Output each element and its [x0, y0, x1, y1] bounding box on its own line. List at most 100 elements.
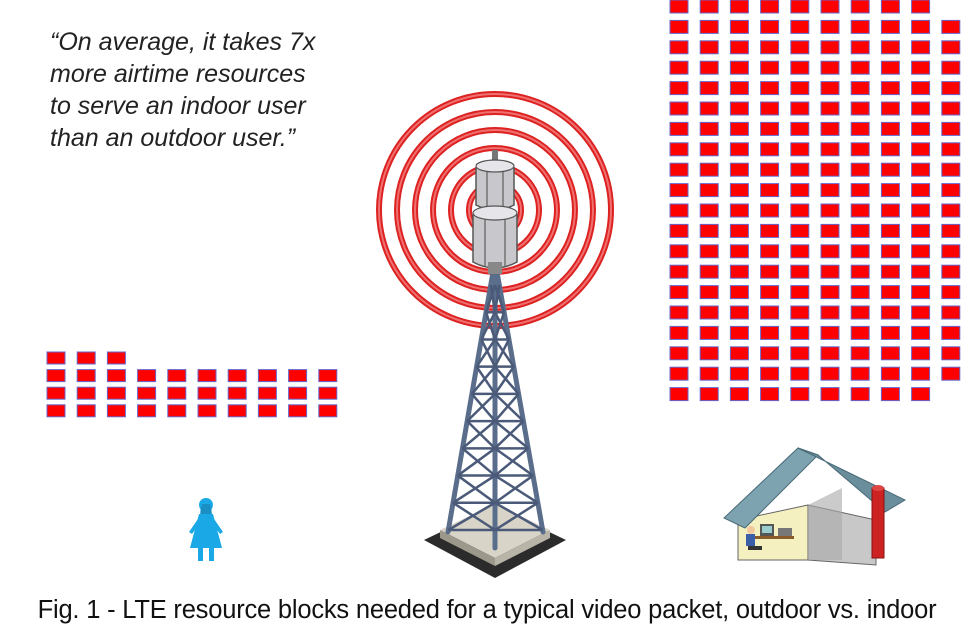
resource-block — [729, 183, 749, 198]
resource-block — [669, 244, 689, 259]
resource-block — [941, 223, 961, 238]
resource-block — [729, 305, 749, 320]
quote-line: more airtime resources — [50, 60, 306, 88]
resource-block — [669, 346, 689, 361]
resource-block — [820, 121, 840, 136]
figure-caption: Fig. 1 - LTE resource blocks needed for … — [37, 596, 937, 624]
resource-block — [880, 244, 900, 259]
resource-block — [820, 305, 840, 320]
resource-block — [197, 369, 217, 383]
tower-brace — [493, 311, 511, 341]
outdoor-resource-blocks — [46, 351, 338, 418]
resource-block — [46, 351, 66, 365]
tower-brace — [494, 420, 525, 450]
resource-block — [820, 223, 840, 238]
tower-brace — [493, 338, 511, 368]
resource-block — [729, 40, 749, 55]
tower-brace — [493, 284, 506, 313]
resource-block — [941, 142, 961, 157]
resource-block — [850, 183, 870, 198]
resource-block — [941, 121, 961, 136]
resource-block — [911, 244, 931, 259]
resource-block — [820, 19, 840, 34]
resource-block — [880, 346, 900, 361]
resource-block — [941, 346, 961, 361]
resource-block — [729, 366, 749, 381]
tower-brace — [466, 420, 496, 450]
resource-block — [760, 121, 780, 136]
tower-brace — [493, 311, 506, 340]
resource-block — [820, 162, 840, 177]
tower-brace — [480, 311, 497, 341]
resource-block — [699, 223, 719, 238]
resource-block — [850, 285, 870, 300]
tower-brace — [452, 474, 496, 504]
resource-block — [760, 346, 780, 361]
resource-block — [820, 203, 840, 218]
resource-block — [760, 305, 780, 320]
resource-block — [941, 101, 961, 116]
resource-block — [699, 305, 719, 320]
resource-block — [880, 162, 900, 177]
tower-brace — [457, 474, 496, 504]
resource-block — [790, 19, 810, 34]
resource-block — [760, 387, 780, 402]
resource-block — [760, 183, 780, 198]
resource-block — [941, 305, 961, 320]
resource-block — [790, 40, 810, 55]
resource-block — [941, 244, 961, 259]
resource-block — [880, 325, 900, 340]
resource-block — [820, 387, 840, 402]
resource-block — [197, 404, 217, 418]
resource-block — [669, 203, 689, 218]
resource-block — [699, 264, 719, 279]
resource-block — [850, 101, 870, 116]
resource-block — [790, 285, 810, 300]
resource-block — [790, 101, 810, 116]
resource-block — [760, 0, 780, 14]
resource-block — [850, 325, 870, 340]
resource-block — [699, 162, 719, 177]
resource-block — [167, 369, 187, 383]
resource-block — [790, 366, 810, 381]
resource-block — [880, 19, 900, 34]
resource-block — [850, 366, 870, 381]
resource-block — [760, 40, 780, 55]
resource-block — [850, 305, 870, 320]
resource-block — [729, 19, 749, 34]
resource-block — [941, 81, 961, 96]
resource-block — [699, 101, 719, 116]
resource-block — [850, 40, 870, 55]
resource-block — [669, 81, 689, 96]
resource-block — [880, 60, 900, 75]
tower-brace — [494, 393, 520, 422]
tower-brace — [494, 474, 534, 504]
resource-block — [669, 40, 689, 55]
resource-block — [911, 162, 931, 177]
tower-brace — [494, 447, 534, 477]
resource-block — [790, 183, 810, 198]
resource-block — [941, 40, 961, 55]
resource-block — [760, 285, 780, 300]
tower-brace — [466, 392, 496, 423]
resource-block — [137, 369, 157, 383]
resource-block — [790, 121, 810, 136]
resource-block — [760, 162, 780, 177]
resource-block — [46, 386, 66, 400]
resource-block — [227, 386, 247, 400]
resource-block — [850, 121, 870, 136]
resource-block — [880, 203, 900, 218]
resource-block — [850, 0, 870, 14]
resource-block — [699, 285, 719, 300]
resource-block — [669, 223, 689, 238]
resource-block — [911, 19, 931, 34]
resource-block — [820, 81, 840, 96]
resource-block — [880, 366, 900, 381]
resource-block — [137, 404, 157, 418]
resource-block — [760, 19, 780, 34]
tower-brace — [461, 447, 496, 477]
resource-block — [76, 369, 96, 383]
resource-block — [820, 183, 840, 198]
resource-block — [880, 305, 900, 320]
resource-block — [729, 162, 749, 177]
